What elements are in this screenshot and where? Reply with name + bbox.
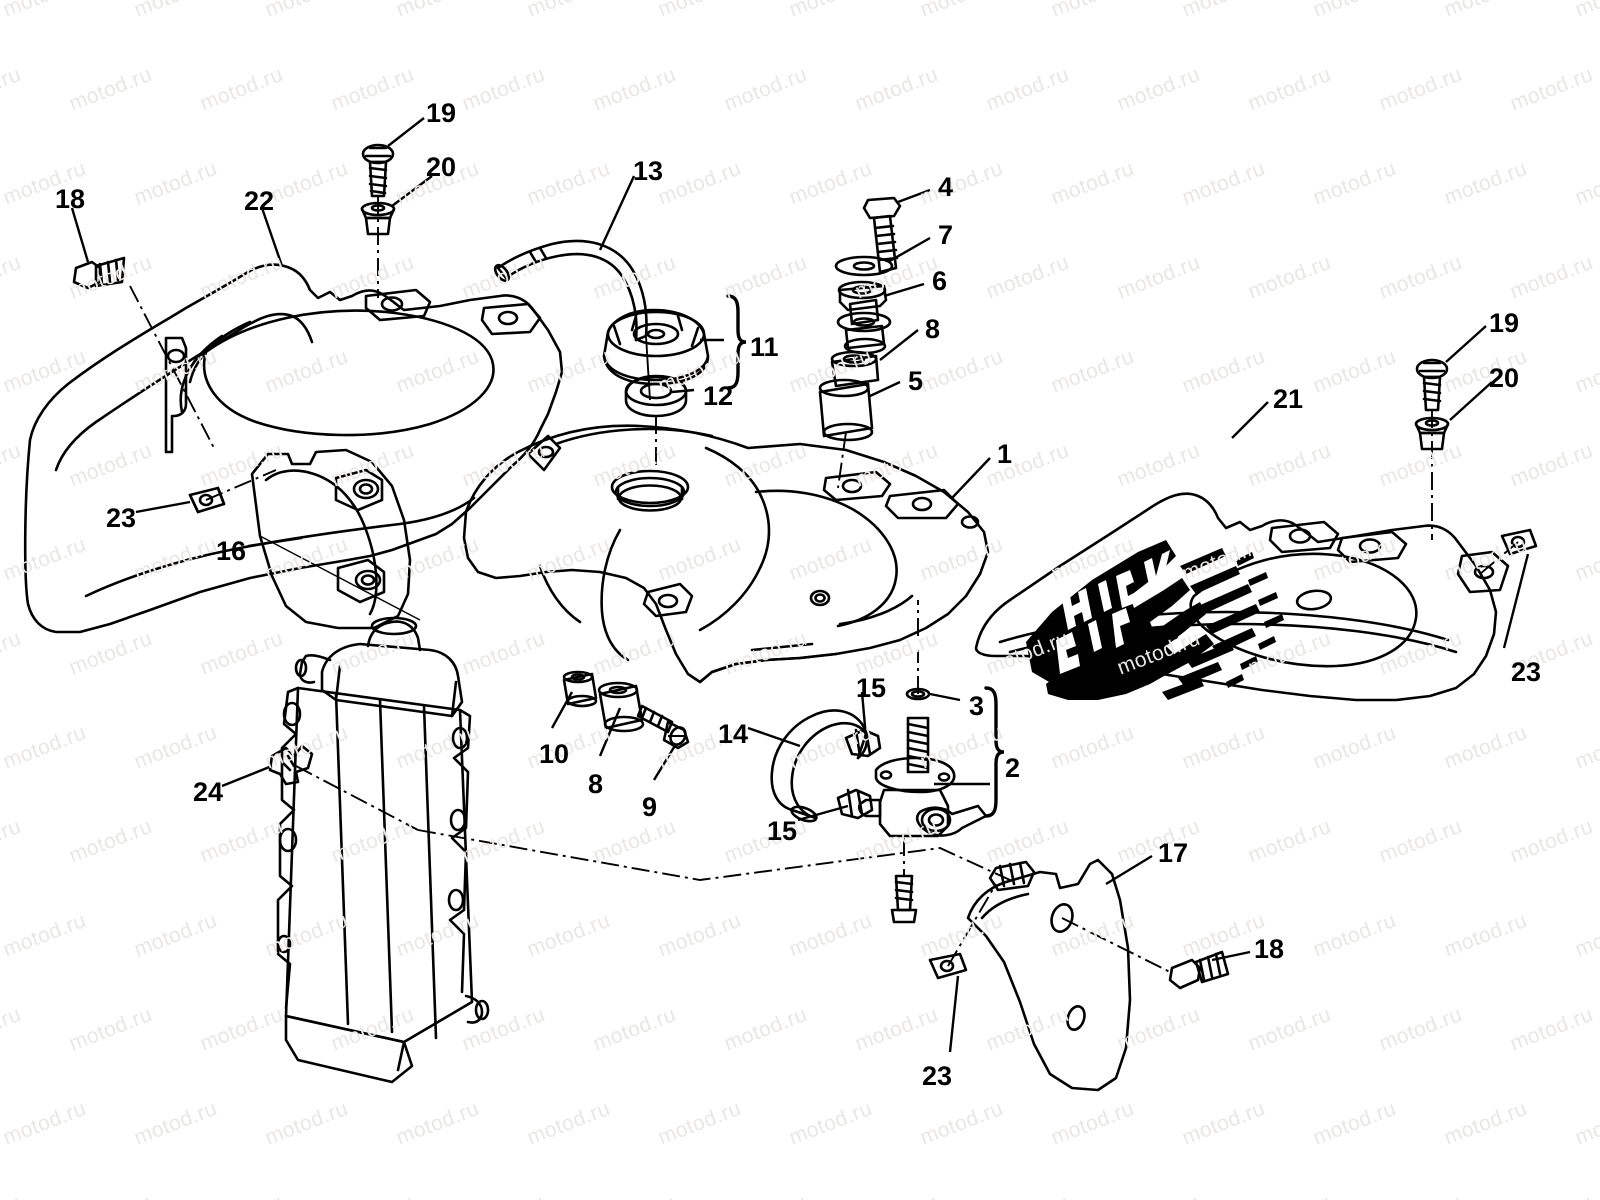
callout-o-ring[interactable]: 3 bbox=[969, 691, 985, 721]
callout-washer[interactable]: 7 bbox=[938, 220, 954, 250]
callout-cage-nut[interactable]: 23 bbox=[922, 1061, 953, 1091]
callout-lower-side-bracket[interactable]: 17 bbox=[1158, 838, 1189, 868]
part-radiator-hose-clip bbox=[268, 744, 314, 786]
callout-rubber-grommet-plug[interactable]: 20 bbox=[426, 152, 457, 182]
callout-spacer-collar[interactable]: 8 bbox=[588, 769, 604, 799]
part-radiator bbox=[276, 616, 490, 1084]
part-fuel-cock bbox=[857, 687, 988, 838]
part-cage-nut-left bbox=[188, 486, 226, 514]
callout-pan-head-screw[interactable]: 19 bbox=[1489, 308, 1520, 338]
callout-fuel-tank[interactable]: 1 bbox=[997, 439, 1013, 469]
callout-tank-mount-bolt[interactable]: 4 bbox=[938, 172, 954, 202]
part-cage-nut-right bbox=[1500, 528, 1538, 556]
callout-pan-head-screw[interactable]: 19 bbox=[426, 98, 457, 128]
shroud-graphic-wordmark bbox=[1056, 550, 1170, 674]
callout-tank-breather-hose[interactable]: 13 bbox=[633, 156, 664, 186]
callout-radiator-mount-screw[interactable]: 9 bbox=[642, 792, 658, 822]
callout-flange-bolt[interactable]: 18 bbox=[1254, 934, 1285, 964]
callout-right-radiator-shroud[interactable]: 21 bbox=[1273, 384, 1304, 414]
part-fuel-cap-group bbox=[493, 239, 710, 418]
part-fuel-cock-screw bbox=[890, 874, 918, 924]
callout-fuel-cap-gasket[interactable]: 12 bbox=[703, 381, 734, 411]
part-tank-mount-stack bbox=[818, 196, 902, 442]
part-flange-bolt-bottom bbox=[1168, 950, 1230, 990]
callout-left-radiator-shroud[interactable]: 22 bbox=[244, 186, 275, 216]
part-fuel-tank bbox=[462, 424, 990, 684]
assembly-axis-lines bbox=[129, 196, 1519, 973]
callout-rubber-damper[interactable]: 5 bbox=[908, 366, 924, 396]
callout-leader-lines bbox=[70, 117, 1530, 1053]
part-hose-clamps bbox=[836, 728, 882, 820]
callout-flange-bolt[interactable]: 18 bbox=[55, 184, 86, 214]
callout-fuel-cock-assembly[interactable]: 2 bbox=[1005, 753, 1021, 783]
callout-rubber-grommet-plug[interactable]: 20 bbox=[1489, 363, 1520, 393]
part-cage-nut-bottom bbox=[928, 952, 968, 980]
part-fuel-hose bbox=[770, 709, 869, 823]
part-lower-side-bracket bbox=[966, 858, 1132, 1092]
part-left-radiator-shroud bbox=[23, 263, 564, 634]
callout-fuel-hose[interactable]: 14 bbox=[718, 719, 749, 749]
part-pan-head-screw-top-left bbox=[361, 143, 395, 198]
callout-hose-clamp[interactable]: 15 bbox=[856, 673, 887, 703]
callout-spacer-collar[interactable]: 8 bbox=[925, 314, 941, 344]
callout-radiator-mounting-bracket[interactable]: 16 bbox=[216, 536, 247, 566]
callout-fuel-cap-assembly[interactable]: 11 bbox=[750, 332, 779, 362]
part-pan-head-screw-right bbox=[1415, 358, 1449, 412]
part-radiator-mounting-bracket bbox=[250, 448, 412, 630]
callout-radiator-hose-clip[interactable]: 24 bbox=[193, 777, 224, 807]
part-flange-bolt-top bbox=[72, 256, 126, 290]
grouping-braces bbox=[726, 294, 1005, 818]
callout-cage-nut[interactable]: 23 bbox=[1511, 657, 1542, 687]
callout-rubber-mount-bushing[interactable]: 6 bbox=[932, 266, 948, 296]
callout-hose-clamp[interactable]: 15 bbox=[767, 816, 798, 846]
part-radiator-mount-hardware bbox=[562, 670, 690, 750]
callout-spacer-bush[interactable]: 10 bbox=[539, 739, 570, 769]
callout-cage-nut[interactable]: 23 bbox=[106, 503, 137, 533]
